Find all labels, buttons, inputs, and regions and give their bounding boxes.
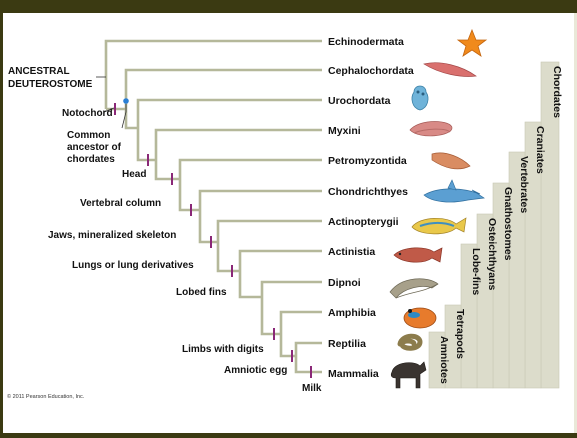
stem-rhipidistians <box>238 271 262 299</box>
taxon-urochordata: Urochordata <box>328 95 391 107</box>
copyright-notice: © 2011 Pearson Education, Inc. <box>7 393 85 400</box>
taxon-petromyzontida: Petromyzontida <box>328 155 407 167</box>
label-connectors <box>96 76 127 129</box>
clade-label-craniates: Craniates <box>534 126 546 174</box>
lancelet-icon <box>423 62 477 77</box>
stem-craniates <box>136 128 156 162</box>
clade-labels: Chordates Craniates Vertebrates Gnathost… <box>438 66 563 384</box>
branch-mammalia <box>294 356 322 374</box>
character-amniotic-egg: Amniotic egg <box>224 365 287 376</box>
root-label-line1: ANCESTRAL <box>8 66 70 77</box>
left-border <box>0 13 3 438</box>
branch-dipnoi <box>260 280 322 297</box>
tunicate-icon <box>411 85 429 111</box>
clade-label-osteichthyans: Osteichthyans <box>486 218 498 291</box>
common-ancestor-node <box>123 98 129 104</box>
right-border <box>574 13 577 438</box>
character-notochord: Notochord <box>62 108 113 119</box>
branch-petromyzontida <box>178 158 322 179</box>
bottom-border <box>0 433 577 438</box>
frog-icon <box>403 307 437 329</box>
shark-icon <box>423 179 485 203</box>
taxon-actinistia: Actinistia <box>328 246 375 258</box>
branch-echinodermata <box>104 39 322 77</box>
taxon-mammalia: Mammalia <box>328 368 379 380</box>
character-common-ancestor-line1: Common <box>67 130 110 141</box>
branch-actinopterygii <box>216 219 322 242</box>
character-milk: Milk <box>302 383 322 394</box>
branch-myxini <box>154 128 322 160</box>
stem-gnathostomes <box>178 179 200 212</box>
character-lobed-fins: Lobed fins <box>176 287 227 298</box>
clade-label-gnathostomes: Gnathostomes <box>502 187 514 261</box>
coelacanth-icon <box>393 247 443 263</box>
character-limbs: Limbs with digits <box>182 344 264 355</box>
top-border <box>0 0 577 13</box>
stem-osteichthyans <box>198 210 218 244</box>
clade-label-amniotes: Amniotes <box>438 336 450 384</box>
clade-bar-amniotes <box>428 331 446 389</box>
stem-lobe-fins <box>216 242 240 273</box>
wildebeest-icon <box>390 361 427 389</box>
clade-label-chordates: Chordates <box>551 66 563 118</box>
snake-icon <box>397 333 423 351</box>
stem-tetrapods <box>260 297 281 336</box>
lamprey-icon <box>431 152 471 170</box>
lungfish-icon <box>389 278 439 299</box>
character-common-ancestor-line3: chordates <box>67 154 115 165</box>
branch-cephalochordata <box>124 68 322 109</box>
tree-branches <box>104 39 322 374</box>
branch-chondrichthyes <box>198 189 322 210</box>
taxon-echinodermata: Echinodermata <box>328 36 404 48</box>
character-common-ancestor-line2: ancestor of <box>67 142 122 153</box>
taxon-reptilia: Reptilia <box>328 338 366 350</box>
character-lungs: Lungs or lung derivatives <box>72 260 194 271</box>
taxon-myxini: Myxini <box>328 125 361 137</box>
character-jaws: Jaws, mineralized skeleton <box>48 230 176 241</box>
branch-reptilia <box>294 341 322 356</box>
taxon-actinopterygii: Actinopterygii <box>328 216 399 228</box>
root-label-line2: DEUTEROSTOME <box>8 79 93 90</box>
branch-actinistia <box>238 249 322 271</box>
clade-bars <box>428 61 560 389</box>
connector-common-ancestor <box>121 104 127 129</box>
taxon-cephalochordata: Cephalochordata <box>328 65 414 77</box>
branch-amphibia <box>279 310 322 334</box>
starfish-icon <box>456 28 488 57</box>
taxon-labels: Echinodermata Cephalochordata Urochordat… <box>328 36 414 380</box>
stem-vertebrates <box>154 160 180 181</box>
taxon-amphibia: Amphibia <box>328 307 376 319</box>
clade-label-lobe-fins: Lobe-fins <box>470 248 482 295</box>
stem-amniotes <box>279 334 296 358</box>
character-head: Head <box>122 169 146 180</box>
connector-notochord <box>103 107 115 113</box>
clade-label-tetrapods: Tetrapods <box>454 309 466 359</box>
character-vertebral-column: Vertebral column <box>80 198 161 209</box>
clade-label-vertebrates: Vertebrates <box>518 156 530 213</box>
ray-finned-fish-icon <box>411 217 467 235</box>
character-ticks <box>114 98 312 378</box>
taxon-dipnoi: Dipnoi <box>328 277 361 289</box>
taxon-chondrichthyes: Chondrichthyes <box>328 186 408 198</box>
hagfish-icon <box>409 121 453 137</box>
stem-olfactores <box>124 109 138 130</box>
branch-urochordata <box>136 98 322 128</box>
